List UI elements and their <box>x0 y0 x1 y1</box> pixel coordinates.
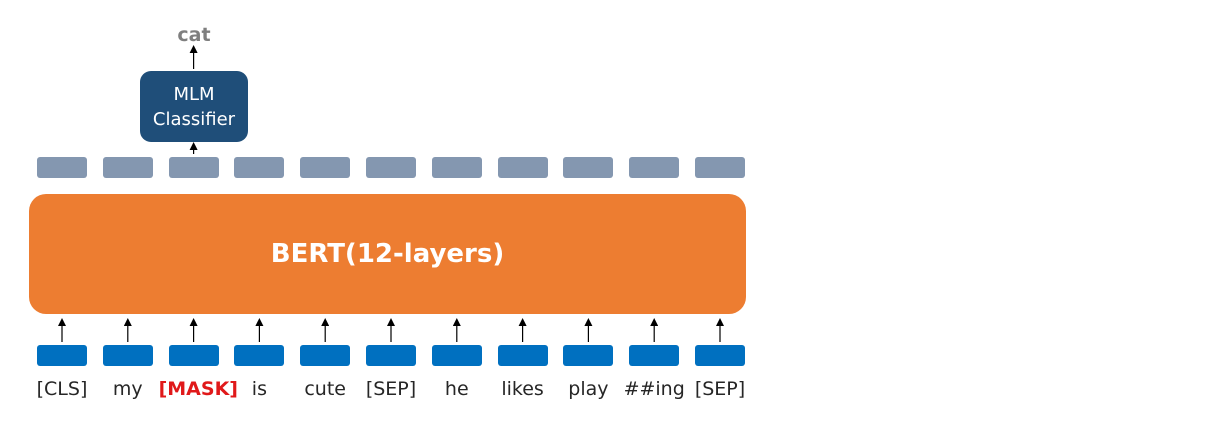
hidden-state-token <box>695 157 745 178</box>
token-label: my <box>112 378 143 400</box>
hidden-state-token <box>234 157 285 178</box>
input-embedding-token <box>563 345 614 366</box>
input-embedding-token <box>102 345 153 366</box>
input-embedding-token <box>366 345 416 366</box>
bert-encoder-label: BERT(12-layers) <box>270 239 505 269</box>
token-label: likes <box>501 378 544 400</box>
bert-encoder-block: BERT(12-layers) <box>29 194 746 314</box>
hidden-state-token <box>366 157 416 178</box>
hidden-state-token <box>629 157 680 178</box>
token-label: [SEP] <box>365 378 417 400</box>
token-label: is <box>251 378 267 400</box>
input-embedding-token <box>497 345 548 366</box>
hidden-state-token <box>563 157 614 178</box>
masked-token-label: [MASK] <box>158 378 238 400</box>
mlm-classifier-label-line2: Classifier <box>152 108 236 130</box>
token-label: cute <box>304 378 346 400</box>
token-label: he <box>444 378 469 400</box>
input-embedding-token <box>300 345 351 366</box>
token-label: ##ing <box>623 378 685 400</box>
predicted-word: cat <box>177 24 211 46</box>
token-label: [CLS] <box>36 378 88 400</box>
token-label: play <box>568 378 609 400</box>
hidden-state-token <box>431 157 482 178</box>
hidden-state-token <box>168 157 219 178</box>
mlm-classifier-box: MLM Classifier <box>140 71 248 142</box>
hidden-state-token <box>300 157 351 178</box>
input-embedding-token <box>37 345 87 366</box>
input-embedding-token <box>629 345 680 366</box>
input-embedding-token <box>234 345 285 366</box>
mlm-classifier-label-line1: MLM <box>173 83 215 105</box>
hidden-state-token <box>102 157 153 178</box>
input-embedding-token <box>168 345 219 366</box>
hidden-state-token <box>37 157 87 178</box>
token-label: [SEP] <box>694 378 746 400</box>
hidden-state-token <box>497 157 548 178</box>
hidden-state-row <box>0 157 780 179</box>
input-embedding-token <box>695 345 745 366</box>
input-embedding-token <box>431 345 482 366</box>
